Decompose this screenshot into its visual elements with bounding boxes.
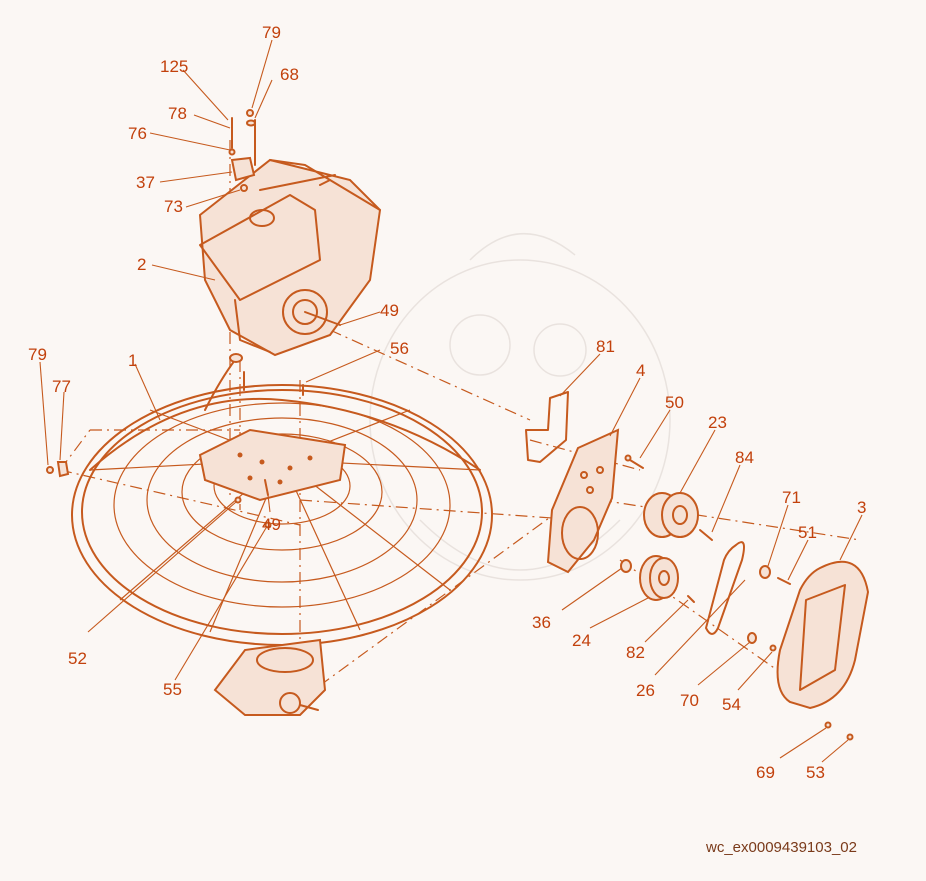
bolt-part — [624, 454, 644, 469]
callout-55: 55 — [163, 680, 182, 699]
ring-fasteners — [46, 371, 304, 529]
belt-part — [705, 541, 745, 635]
callout-125: 125 — [160, 57, 188, 76]
callout-37: 37 — [136, 173, 155, 192]
callout-51: 51 — [798, 523, 817, 542]
bracket-part — [525, 391, 569, 463]
watermark-mascot — [369, 233, 671, 581]
callout-54: 54 — [722, 695, 741, 714]
callout-23: 23 — [708, 413, 727, 432]
callout-70: 70 — [680, 691, 699, 710]
washer-bolt-parts-upper — [759, 565, 791, 585]
figure-reference-id: wc_ex0009439103_02 — [705, 839, 857, 856]
callout-71: 71 — [782, 488, 801, 507]
washer-bolt-parts — [747, 632, 777, 652]
clutch-part — [643, 492, 699, 538]
callout-2: 2 — [137, 255, 146, 274]
callout-84: 84 — [735, 448, 754, 467]
callout-4: 4 — [636, 361, 645, 380]
mounting-plate-part — [546, 428, 620, 574]
callout-56: 56 — [390, 339, 409, 358]
callout-76: 76 — [128, 124, 147, 143]
callout-79-left: 79 — [28, 345, 47, 364]
callout-50: 50 — [665, 393, 684, 412]
callout-49-top: 49 — [380, 301, 399, 320]
callout-77: 77 — [52, 377, 71, 396]
callout-1: 1 — [128, 351, 137, 370]
callout-53: 53 — [806, 763, 825, 782]
callout-26: 26 — [636, 681, 655, 700]
key-part-82 — [687, 595, 695, 603]
callout-52: 52 — [68, 649, 87, 668]
key-part — [699, 529, 713, 541]
guard-ring-part — [71, 353, 493, 646]
callout-69: 69 — [756, 763, 775, 782]
callout-81: 81 — [596, 337, 615, 356]
callout-68: 68 — [280, 65, 299, 84]
pulley-part — [620, 555, 679, 601]
callout-labels: 79 68 125 78 76 37 73 2 49 56 1 79 77 52… — [28, 23, 866, 782]
callout-49-center: 49 — [262, 515, 281, 534]
belt-guard-part — [776, 560, 870, 741]
gearbox-part — [213, 638, 327, 716]
callout-79-top: 79 — [262, 23, 281, 42]
engine-part — [198, 158, 382, 357]
callout-24: 24 — [572, 631, 591, 650]
callout-78: 78 — [168, 104, 187, 123]
leader-lines — [39, 39, 863, 763]
callout-36: 36 — [532, 613, 551, 632]
callout-82: 82 — [626, 643, 645, 662]
throttle-linkage-parts — [228, 109, 256, 192]
callout-73: 73 — [164, 197, 183, 216]
callout-3: 3 — [857, 498, 866, 517]
